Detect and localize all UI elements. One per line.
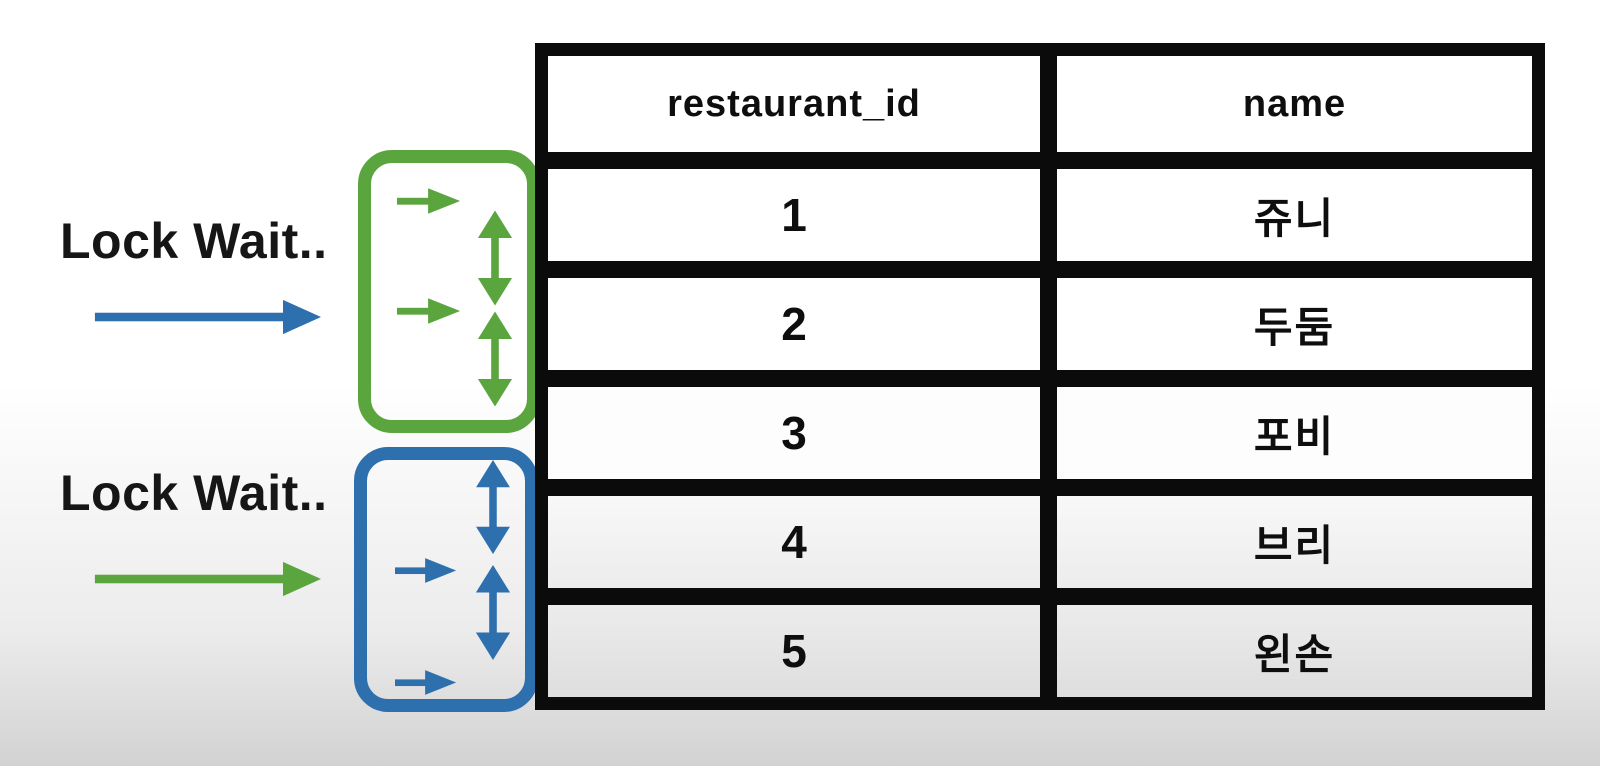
up-down-arrow-icon bbox=[477, 311, 513, 407]
table-cell-id: 2 bbox=[548, 278, 1040, 370]
right-arrow-icon bbox=[397, 298, 461, 324]
green-right-arrow-icon bbox=[94, 561, 322, 597]
lock-wait-label-2: Lock Wait.. bbox=[60, 465, 328, 521]
table-cell-name: 브리 bbox=[1057, 496, 1532, 588]
right-arrow-icon bbox=[395, 558, 457, 583]
right-arrow-icon bbox=[395, 670, 457, 695]
table-cell-id: 3 bbox=[548, 387, 1040, 479]
table-cell-id: 5 bbox=[548, 605, 1040, 697]
green-lock-group-box bbox=[358, 150, 540, 433]
table-cell-name: 두둠 bbox=[1057, 278, 1532, 370]
blue-lock-group-box bbox=[354, 447, 538, 712]
up-down-arrow-icon bbox=[476, 460, 510, 554]
column-header-name: name bbox=[1057, 56, 1532, 152]
table-cell-name: 포비 bbox=[1057, 387, 1532, 479]
table-cell-id: 4 bbox=[548, 496, 1040, 588]
table-cell-name: 왼손 bbox=[1057, 605, 1532, 697]
column-header-restaurant-id: restaurant_id bbox=[548, 56, 1040, 152]
up-down-arrow-icon bbox=[475, 565, 511, 660]
lock-wait-label-1: Lock Wait.. bbox=[60, 213, 328, 269]
table-cell-name: 쥬니 bbox=[1057, 169, 1532, 261]
table-cell-id: 1 bbox=[548, 169, 1040, 261]
up-down-arrow-icon bbox=[477, 210, 513, 306]
right-arrow-icon bbox=[397, 188, 461, 214]
restaurants-table: restaurant_id name 1 쥬니 2 두둠 3 포비 4 브리 5… bbox=[535, 43, 1545, 710]
blue-right-arrow-icon bbox=[94, 299, 322, 335]
